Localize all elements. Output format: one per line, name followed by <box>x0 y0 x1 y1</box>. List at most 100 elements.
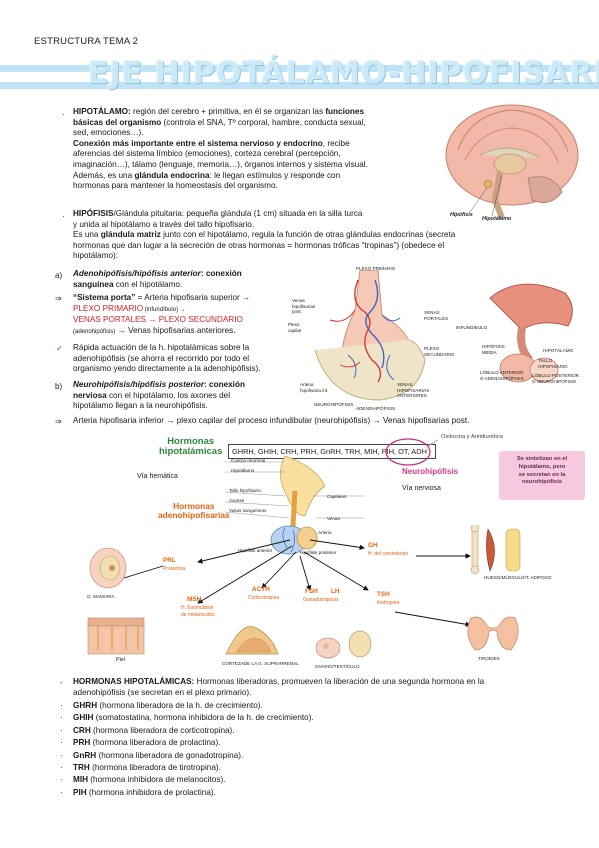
small-label-4: Vasos sanguíneos <box>229 508 267 513</box>
hypothalamus-section: HIPOTÁLAMO: región del cerebro + primiti… <box>73 107 368 191</box>
list-item-desc: (somatostatina, hormona inhibidora de la… <box>93 713 314 723</box>
pituitary-section: HIPÓFISIS/Glándula pituitaria: pequeña g… <box>73 209 456 261</box>
organ-label-tiroides: TIROIDES <box>478 656 500 661</box>
portal-label-plexo-primario: PLEXO PRIMARIO <box>356 266 396 271</box>
hypothalamus-term: HIPOTÁLAMO: <box>73 107 131 116</box>
brain-illustration <box>445 104 579 220</box>
list-item: · GnRH (hormona liberadora de gonadotropi… <box>60 750 580 762</box>
small-label-9: Hipófisis posterior <box>300 550 337 555</box>
brain-label-hipofisis: Hipófisis <box>450 212 473 218</box>
list-bullet: · <box>60 762 63 772</box>
portal-label-venas-portales: VENAS PORTALES <box>424 310 449 321</box>
hormone-acth-sub: Corticotropina <box>248 595 280 601</box>
hormone-box: GHRH, GHIH, CRH, PRH, GnRH, TRH, MIH, PI… <box>228 444 436 459</box>
list-item-desc: (hormona liberadora de prolactina). <box>90 738 221 748</box>
ot-adh-circle <box>385 438 439 466</box>
list-item-desc: (hormona liberadora de la h. de crecimie… <box>97 701 263 710</box>
small-label-6: Venas <box>327 516 340 521</box>
hormone-msh-sub: H. Estimulante de melanocitos <box>181 605 215 618</box>
gland-label-tallo: TALLO HIPOFISARIO <box>538 358 568 369</box>
hormone-prl: PRL <box>163 557 176 564</box>
portal-label-plexo-secundario: PLEXO SECUNDARIO <box>424 346 455 357</box>
banner-stripe-top <box>0 65 599 72</box>
list-bullet: · <box>60 701 63 710</box>
organ-label-corteza: CORTEZADE LA G. SUPRARRENAL <box>222 661 299 666</box>
list-item: ·MIH (hormona inhibidora de melanocitos)… <box>60 774 580 786</box>
organ-label-mamaria: G. MAMARIA <box>87 594 115 599</box>
hormone-tsh-sub: tirotropina <box>377 600 400 606</box>
title-banner: EJE HIPOTÁLAMO-HIPOFISARIO <box>0 56 599 95</box>
list-item: ·GHIH (somatostatina, hormona inhibidora… <box>60 712 580 724</box>
banner-title: EJE HIPOTÁLAMO-HIPOFISARIO <box>88 56 599 91</box>
hormone-gh-sub: H. del crecimiento <box>368 551 409 557</box>
organ-label-piel: Piel <box>116 657 125 663</box>
list-item: ·PIH (hormona inhibidora de prolactina). <box>60 787 580 799</box>
hormone-acth: ACTH <box>252 586 270 593</box>
gland-label-lobulo-post: LÓBULO POSTERIOR O NEUROHIPÓFISIS <box>532 373 579 384</box>
small-label-2: Tallo hipofisario <box>229 488 261 493</box>
neuro-section: Neurohipófisis/hipófisis posterior: cone… <box>73 380 245 411</box>
small-label-8: Hipófisis anterior <box>238 548 273 553</box>
via-hematica-label: Vía hemática <box>137 473 178 480</box>
thyroid-illustration <box>467 616 519 651</box>
portal-label-arteria-inf: Arteria hipofisaria inf. <box>300 382 329 393</box>
hormone-lh: LH <box>331 588 340 595</box>
list-item-desc: (hormona liberadora de tirotropina). <box>89 762 221 772</box>
list-item: · TRH (hormona liberadora de tirotropina)… <box>60 762 580 774</box>
diagram-hormonas-adeno: Hormonas adenohipofisarias <box>158 501 230 521</box>
portal-label-venas-post: Venas hipofisarias post. <box>292 298 316 315</box>
small-label-7: Arteria <box>318 530 332 535</box>
pituitary-gland-illustration <box>489 283 573 383</box>
portal-system-illustration <box>314 270 426 401</box>
gland-label-infundibulo: INFUNDÍBULO <box>456 325 488 330</box>
oxitocina-label: Oxitocina y Antidiurética <box>441 434 503 440</box>
portal-label-plexo-capilar: Plexo capilar <box>288 322 302 333</box>
document-header: ESTRUCTURA TEMA 2 <box>34 36 139 47</box>
list-item-abbr: MIH <box>73 775 89 785</box>
bullet: · <box>62 110 65 119</box>
adrenal-illustration <box>225 626 279 655</box>
secretion-note-box: Se sintetizan en el hipotálamo, pero se … <box>499 451 585 500</box>
list-item: · GHRH (hormona liberadora de la h. de cr… <box>60 700 580 712</box>
central-pituitary-illustration <box>225 456 365 555</box>
gland-label-lobulo-ant: LÓBULO ANTERIOR O ADENOHIPÓFISIS <box>480 370 524 381</box>
list-item-desc: (hormona liberadora de corticotropina). <box>90 725 235 735</box>
skin-illustration <box>87 617 145 655</box>
gland-label-hipotalamo: HIPOTÁLAMO <box>543 348 574 353</box>
list-item-desc: (hormona inhibidora de prolactina). <box>86 787 216 797</box>
list-item-desc: (hormona liberadora de gonadotropina). <box>96 750 244 760</box>
list-item-desc: (hormona inhibidora de melanocitos). <box>88 775 226 785</box>
list-bullet: · <box>60 725 63 735</box>
list-item-abbr: TRH <box>73 762 90 772</box>
list-item-abbr: CRH <box>73 725 91 735</box>
list-item-abbr: PIH <box>73 787 87 797</box>
hormone-fsh: FSH <box>305 588 318 595</box>
check-marker: ✓ <box>56 344 63 353</box>
small-label-0: Cuerpo neuronal <box>231 458 266 463</box>
neurohipofisis-label: Neurohipófisis <box>402 467 459 476</box>
ovary-testis-illustration <box>315 630 372 659</box>
bullet: · <box>62 212 65 221</box>
portal-label-neurohipofisis: NEUROHIPÓFISIS <box>314 402 354 407</box>
fast-action-text: Rápida actuación de la h. hipotalámicas … <box>73 343 261 374</box>
list-item-abbr: PRH <box>73 738 91 748</box>
list-item-abbr: GHRH <box>73 701 98 710</box>
list-bullet: · <box>60 750 63 760</box>
hormone-gh: GH <box>368 542 378 549</box>
banner-stripe-bottom <box>0 82 599 89</box>
list-bullet: · <box>60 713 63 723</box>
list-item-abbr: GnRH <box>73 750 97 760</box>
small-label-5: Capilares <box>327 494 347 499</box>
neuro-arrow-line: Arteria hipofisaria inferior → plexo cap… <box>73 416 470 425</box>
marker-a: a) <box>55 271 63 280</box>
portal-label-venas-ant: VENAS HIPOFISARIAS ANTERIORES <box>397 382 430 399</box>
list-dash: - <box>60 678 63 687</box>
list-item: · CRH (hormona liberadora de corticotropi… <box>60 725 580 737</box>
via-nerviosa-label: Vía nerviosa <box>402 485 441 492</box>
hormone-prl-sub: Prolactina <box>163 566 186 572</box>
portal-system-text: “Sistema porta” = Arteria hipofisaria su… <box>73 293 251 335</box>
organ-label-ovario: OVARIO/TESTÍCULO <box>315 664 360 669</box>
hormone-fshlh-sub: Gonadotropinas <box>303 597 339 603</box>
